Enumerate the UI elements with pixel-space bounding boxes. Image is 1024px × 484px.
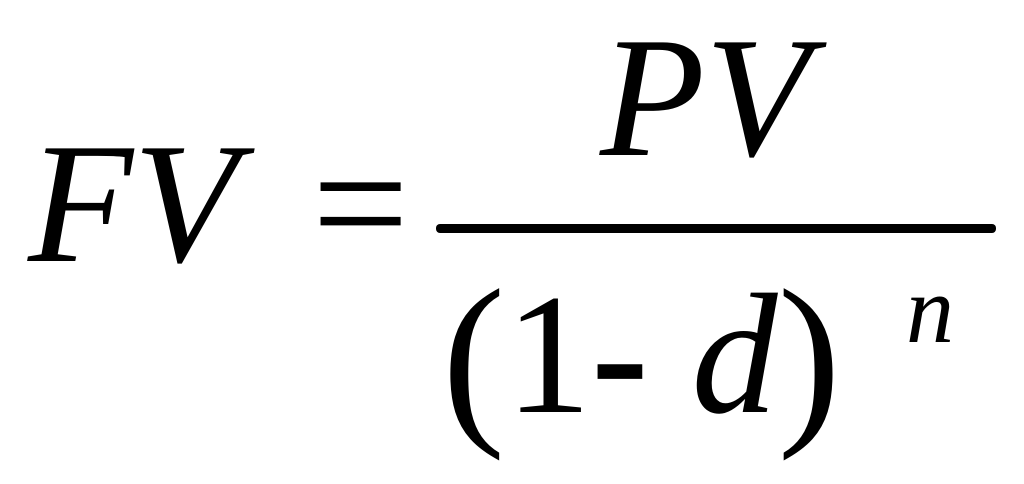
minus-sign: - [591,260,649,450]
fraction-denominator: (1- d) [442,262,841,452]
close-parenthesis: ) [777,252,841,462]
formula-lhs: FV [28,109,239,299]
discount-variable: d [691,260,778,450]
denominator-one: 1 [505,260,592,450]
fraction-numerator: PV [600,3,811,193]
equals-sign: = [312,109,410,299]
fraction-bar [436,224,996,233]
exponent: n [906,256,954,363]
open-parenthesis: ( [442,252,506,462]
